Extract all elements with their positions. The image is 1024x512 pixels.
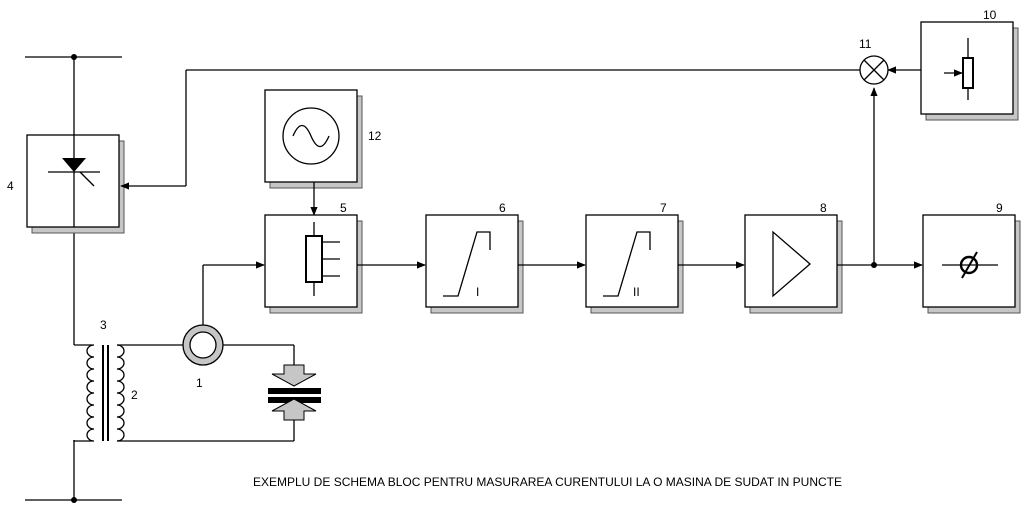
- label-4: 4: [7, 179, 14, 193]
- current-transformer: [182, 261, 265, 366]
- modulator-block: [264, 214, 363, 314]
- label-7: 7: [660, 201, 667, 215]
- sine-wave-icon: [292, 124, 330, 148]
- comparator-mark-ii: II: [633, 285, 640, 299]
- thyristor-block: [26, 134, 125, 234]
- label-2: 2: [131, 388, 138, 402]
- transformer: [73, 344, 125, 442]
- label-10: 10: [983, 8, 997, 22]
- label-9: 9: [996, 201, 1003, 215]
- comparator-block-2: [585, 214, 684, 314]
- label-11: 11: [859, 37, 872, 51]
- label-12: 12: [368, 129, 382, 143]
- label-6: 6: [499, 201, 506, 215]
- supply-lines: [25, 54, 122, 503]
- comparator-block-1: [425, 214, 524, 314]
- amplifier-icon: [772, 230, 811, 298]
- label-1: 1: [196, 376, 203, 390]
- indicator-block: [922, 214, 1021, 314]
- amplifier-block: [744, 214, 843, 314]
- welding-electrodes: [268, 364, 321, 421]
- label-3: 3: [100, 318, 107, 332]
- reference-block: [920, 21, 1019, 121]
- generator-block: [264, 89, 363, 216]
- diagram-caption: EXEMPLU DE SCHEMA BLOC PENTRU MASURAREA …: [253, 475, 842, 489]
- signal-wires: [357, 66, 923, 269]
- summing-junction: [859, 55, 889, 85]
- feedback-wire: [120, 69, 860, 190]
- label-5: 5: [340, 201, 347, 215]
- diode-icon: [62, 158, 86, 172]
- comparator-mark-i: I: [476, 285, 479, 299]
- label-8: 8: [820, 201, 827, 215]
